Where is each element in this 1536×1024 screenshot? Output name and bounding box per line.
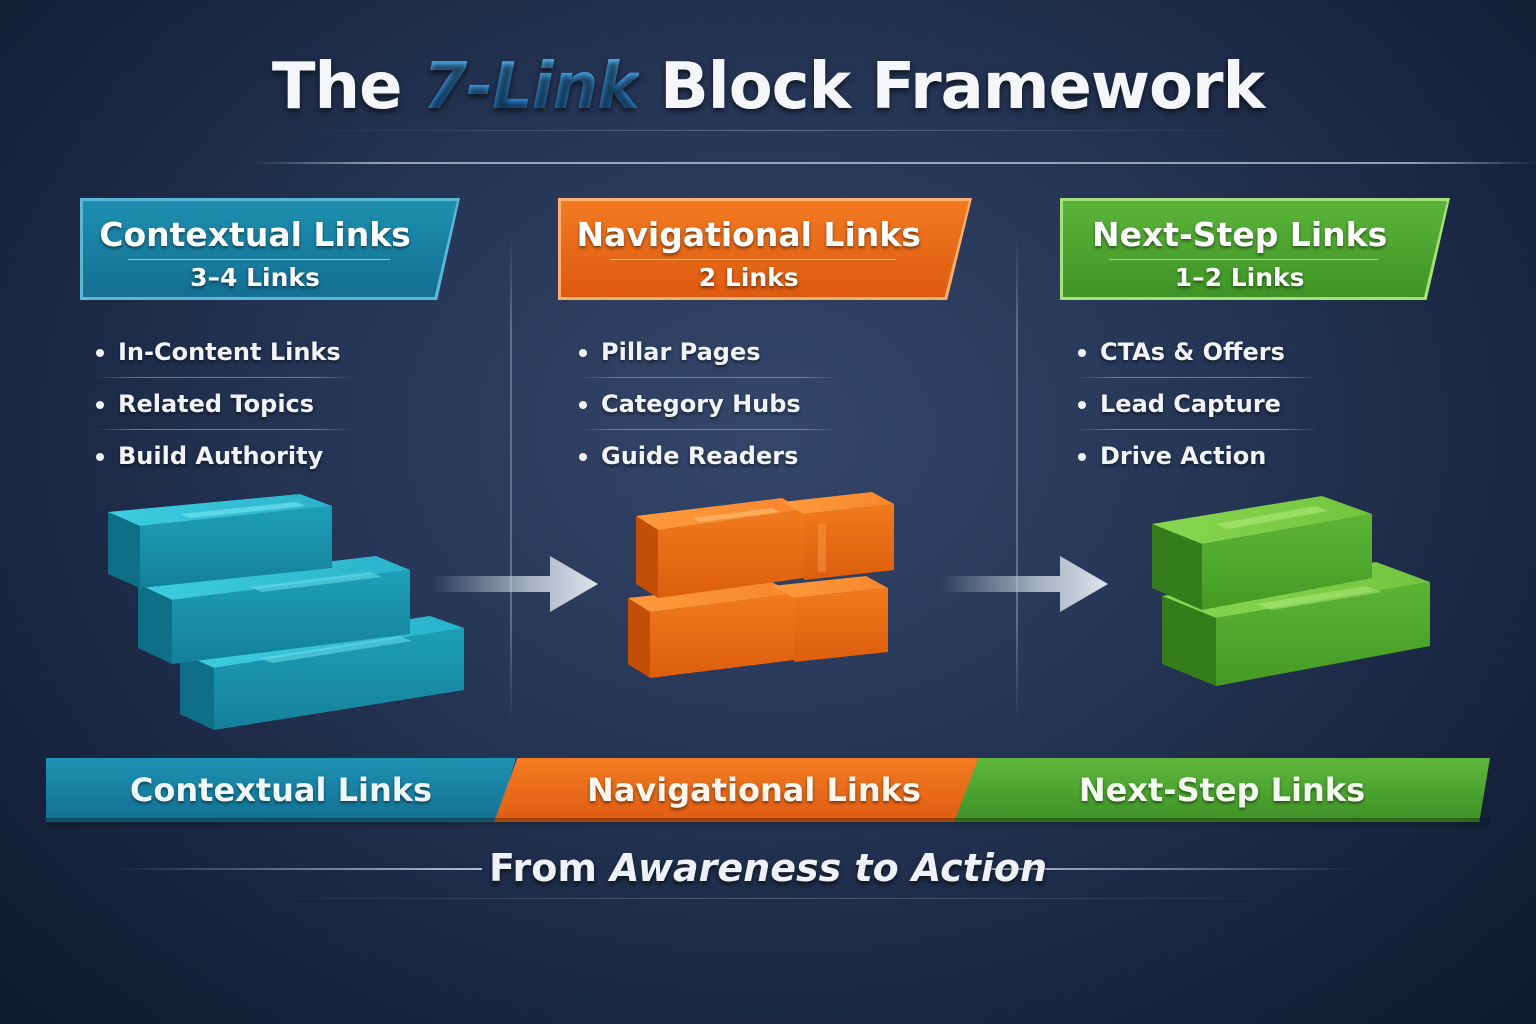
list-item: In-Content Links (96, 326, 352, 378)
bar-segment-contextual: Contextual Links (46, 758, 516, 822)
title-prefix: The (271, 50, 403, 124)
brick-stack-icon (108, 494, 464, 730)
bullet-list-contextual: In-Content Links Related Topics Build Au… (96, 326, 352, 482)
banner-count: 2 Links (698, 263, 799, 292)
banner-title: Next-Step Links (1092, 215, 1388, 254)
tagline-emphasis: Awareness to Action (610, 846, 1048, 890)
list-item: Guide Readers (579, 430, 839, 482)
banner-rule (1109, 259, 1378, 260)
banner-title: Navigational Links (576, 215, 921, 254)
list-item: CTAs & Offers (1078, 326, 1318, 378)
list-item: Related Topics (96, 378, 352, 430)
banner-contextual-links: Contextual Links 3–4 Links (80, 198, 460, 300)
banner-count: 1–2 Links (1174, 263, 1305, 292)
page-title: The 7-Link Block Framework (0, 50, 1536, 124)
brick-stack-icon (628, 492, 894, 678)
tagline: From Awareness to Action (0, 846, 1536, 890)
list-item: Category Hubs (579, 378, 839, 430)
list-item: Build Authority (96, 430, 352, 482)
arrow-right-icon (940, 556, 1108, 612)
banner-next-step-links: Next-Step Links 1–2 Links (1060, 198, 1450, 300)
progress-bar: Contextual Links Navigational Links Next… (46, 758, 1490, 822)
bar-segment-next-step: Next-Step Links (954, 758, 1490, 822)
bullet-list-next-step: CTAs & Offers Lead Capture Drive Action (1078, 326, 1318, 482)
bar-segment-navigational: Navigational Links (494, 758, 1014, 822)
bar-shadow (46, 818, 1490, 828)
title-suffix: Block Framework (659, 50, 1265, 124)
brick-stack-icon (1152, 496, 1430, 686)
arrow-right-icon (432, 556, 598, 612)
list-item: Drive Action (1078, 430, 1318, 482)
bullet-list-navigational: Pillar Pages Category Hubs Guide Readers (579, 326, 839, 482)
title-rule (250, 162, 1536, 164)
list-item: Lead Capture (1078, 378, 1318, 430)
column-divider (1016, 235, 1018, 720)
banner-count: 3–4 Links (190, 263, 320, 292)
banner-title: Contextual Links (99, 215, 411, 254)
tagline-rule-right (990, 868, 1360, 870)
tagline-prefix: From (488, 846, 597, 890)
banner-navigational-links: Navigational Links 2 Links (558, 198, 972, 300)
title-rule-top (280, 130, 1280, 131)
banner-rule (127, 259, 390, 260)
tagline-rule-left (112, 868, 482, 870)
banner-rule (609, 259, 896, 260)
list-item: Pillar Pages (579, 326, 839, 378)
tagline-underline (220, 898, 1320, 899)
column-divider (510, 235, 512, 720)
title-highlight: 7-Link (422, 50, 640, 124)
